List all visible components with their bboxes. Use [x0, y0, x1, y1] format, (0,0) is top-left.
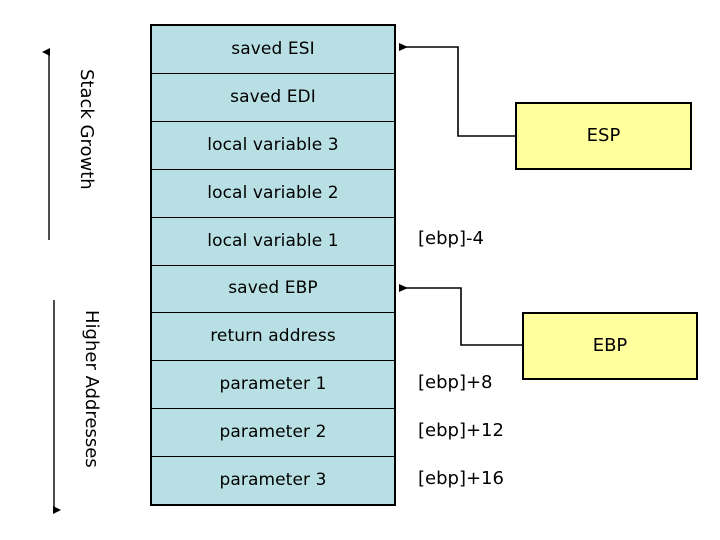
stack-cell-label: parameter 2: [219, 422, 327, 443]
stack-cell-label: return address: [210, 326, 336, 347]
stack-cell-label: saved EDI: [230, 86, 316, 107]
stack-cell-label: local variable 1: [207, 230, 339, 251]
stack-cell-label: parameter 3: [219, 470, 327, 491]
stack-cell-local-variable-3: local variable 3: [152, 121, 394, 170]
offset-label-plus-8: [ebp]+8: [418, 372, 493, 393]
stack-cell-saved-esi: saved ESI: [152, 26, 394, 74]
register-box-ebp: EBP: [522, 312, 698, 380]
offset-label-plus-16: [ebp]+16: [418, 468, 504, 489]
stack-cell-parameter-2: parameter 2: [152, 409, 394, 458]
stack-cell-parameter-1: parameter 1: [152, 361, 394, 410]
stack-cell-label: saved ESI: [231, 38, 315, 59]
axis-label-stack-growth: Stack Growth: [76, 69, 97, 190]
stack-cell-parameter-3: parameter 3: [152, 457, 394, 505]
stack-cell-local-variable-2: local variable 2: [152, 169, 394, 218]
stack-cell-local-variable-1: local variable 1: [152, 217, 394, 266]
offset-label-minus-4: [ebp]-4: [418, 228, 484, 249]
stack-cell-saved-edi: saved EDI: [152, 73, 394, 122]
register-label-ebp: EBP: [592, 335, 628, 356]
axis-label-higher-addresses: Higher Addresses: [81, 310, 102, 468]
stack-table: saved ESI saved EDI local variable 3 loc…: [150, 24, 396, 506]
stack-cell-label: local variable 3: [207, 134, 339, 155]
offset-label-plus-12: [ebp]+12: [418, 420, 504, 441]
stack-cell-label: parameter 1: [219, 374, 327, 395]
stack-cell-saved-ebp: saved EBP: [152, 265, 394, 314]
stack-cell-return-address: return address: [152, 313, 394, 362]
register-label-esp: ESP: [586, 125, 621, 146]
register-box-esp: ESP: [515, 102, 692, 170]
stack-cell-label: saved EBP: [228, 278, 318, 299]
stack-cell-label: local variable 2: [207, 182, 339, 203]
